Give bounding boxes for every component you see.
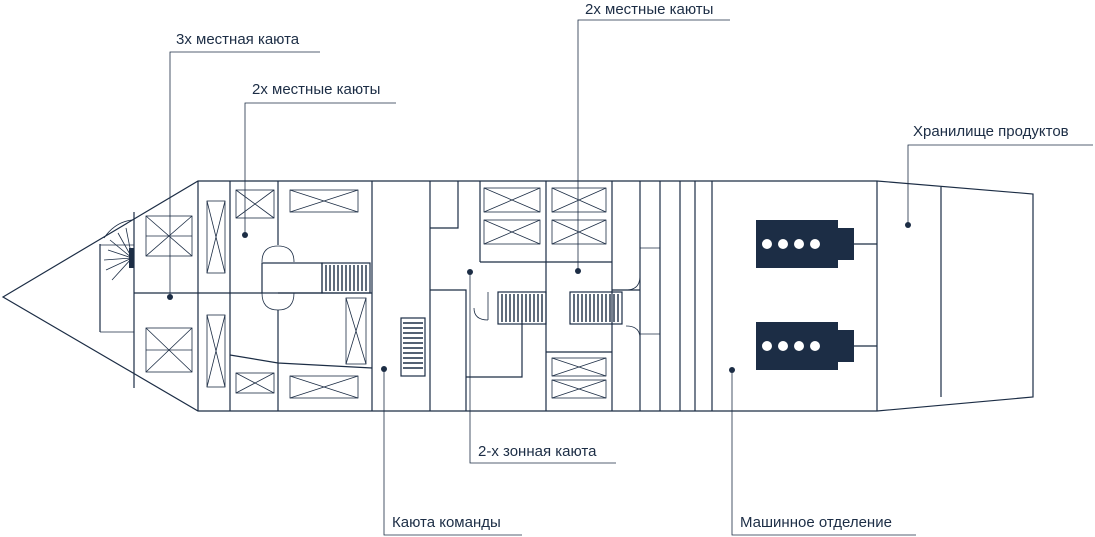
label-food-storage: Хранилище продуктов xyxy=(913,123,1069,140)
engine-icon xyxy=(756,322,877,370)
center-cabin-block xyxy=(430,181,713,411)
left-cabin-block xyxy=(198,181,373,411)
bow-section xyxy=(99,181,199,411)
shower-icon xyxy=(569,291,623,325)
spiral-stair-icon xyxy=(103,219,134,281)
label-engine-room: Машинное отделение xyxy=(740,514,892,531)
crew-cabin-block xyxy=(381,181,431,411)
engine-room-block xyxy=(729,181,942,411)
hull-outline xyxy=(1,180,1034,412)
shower-icon xyxy=(497,291,547,325)
shower-icon xyxy=(321,262,371,294)
engine-icon xyxy=(756,220,877,268)
label-cabin-2zone: 2-х зонная каюта xyxy=(478,443,597,460)
label-cabin-3x: 3х местная каюта xyxy=(176,31,300,48)
label-cabins-2x-left: 2х местные каюты xyxy=(252,81,380,98)
leader-lines xyxy=(169,19,1093,536)
label-crew-cabin: Каюта команды xyxy=(392,514,501,531)
label-cabins-2x-right: 2х местные каюты xyxy=(585,1,713,18)
